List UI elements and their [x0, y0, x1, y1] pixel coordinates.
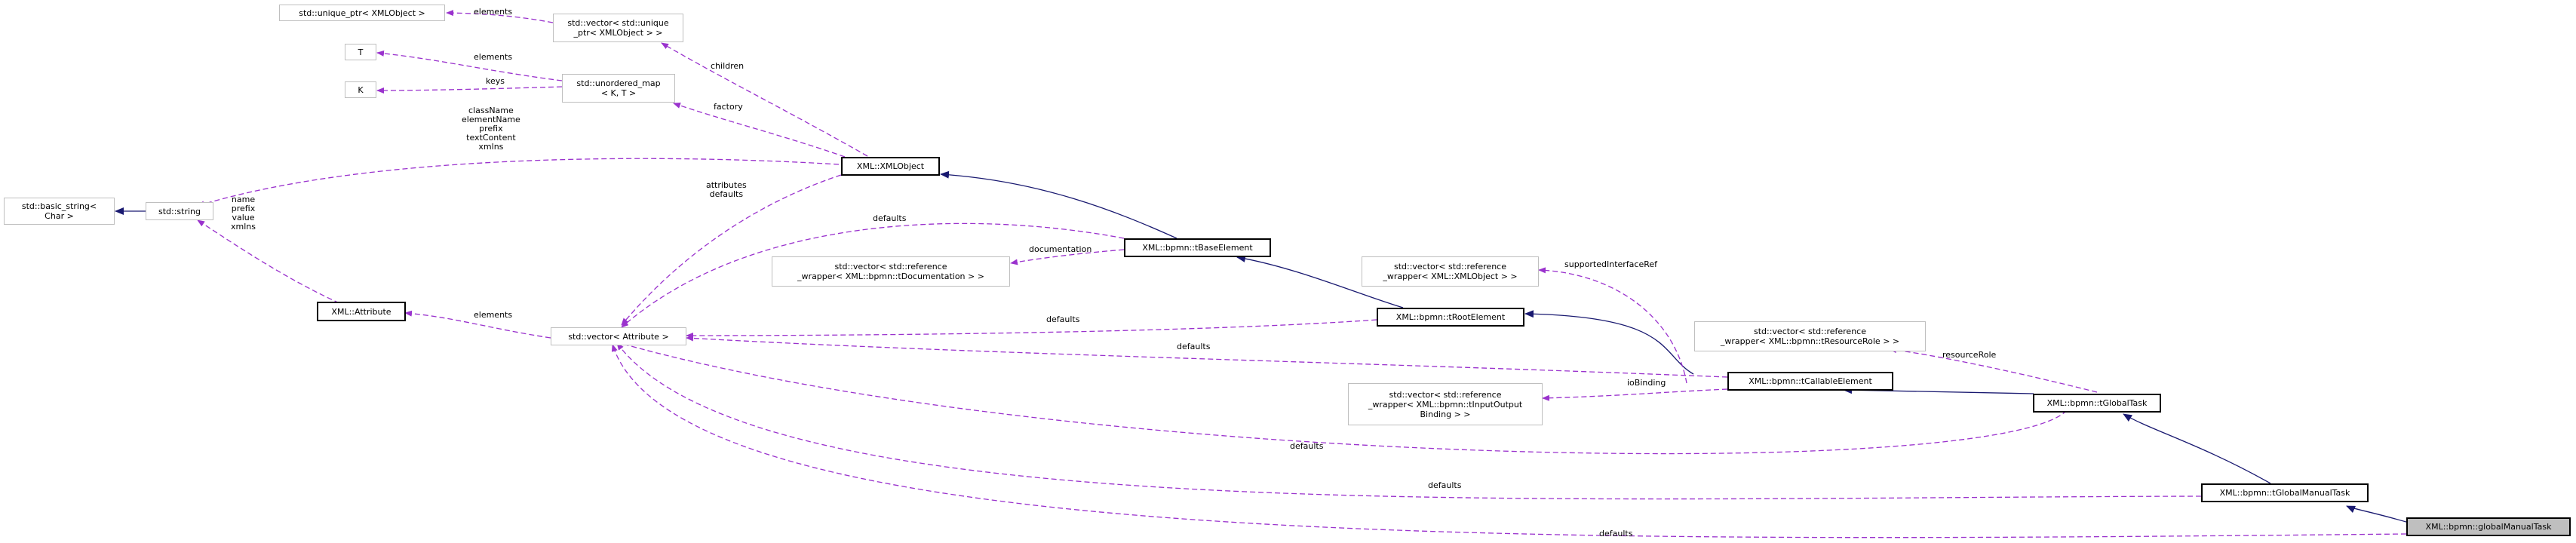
- node-t: T: [345, 44, 376, 60]
- node-t-global-task: XML::bpmn::tGlobalTask: [2033, 394, 2161, 413]
- label-defaults: defaults: [1046, 314, 1080, 324]
- edge-children: [661, 42, 868, 157]
- node-xml-attribute: XML::Attribute: [317, 302, 406, 321]
- node-t-root-element: XML::bpmn::tRootElement: [1377, 308, 1524, 327]
- label-elements: elements: [474, 52, 513, 62]
- edge-keys: [376, 86, 563, 94]
- node-vector-io-binding: std::vector< std::reference _wrapper< XM…: [1348, 383, 1543, 425]
- inherit-t-global-task: [2123, 413, 2271, 484]
- label-supported-interface-ref: supportedInterfaceRef: [1564, 259, 1658, 269]
- edge-defaults-global-manual-task: [616, 342, 2202, 500]
- label-resource-role: resourceRole: [1942, 350, 1997, 360]
- node-string: std::string: [146, 202, 213, 220]
- label-defaults: defaults: [873, 213, 907, 223]
- label-elements: elements: [474, 310, 513, 320]
- edge-elements-t: [376, 50, 563, 81]
- node-vector-xmlobject-ref: std::vector< std::reference _wrapper< XM…: [1362, 256, 1539, 287]
- edge-io-binding: [1542, 388, 1728, 401]
- label-defaults: defaults: [1599, 529, 1633, 538]
- node-basic-string: std::basic_string< Char >: [4, 198, 115, 225]
- edge-string-members-xmlobject: [197, 158, 840, 207]
- label-defaults: defaults: [1428, 480, 1462, 490]
- edge-defaults-global-task: [614, 340, 2068, 455]
- edge-attributes-defaults: [621, 174, 842, 326]
- node-t-callable-element: XML::bpmn::tCallableElement: [1727, 372, 1893, 391]
- label-documentation: documentation: [1029, 244, 1092, 254]
- edge-elements-attribute: [404, 310, 551, 339]
- edge-factory: [673, 103, 846, 158]
- node-unique-ptr: std::unique_ptr< XMLObject >: [279, 5, 445, 21]
- node-vector-unique-ptr: std::vector< std::unique _ptr< XMLObject…: [553, 14, 683, 42]
- edge-documentation: [1010, 249, 1125, 265]
- node-vector-resource-role: std::vector< std::reference _wrapper< XM…: [1694, 321, 1926, 351]
- node-vector-attribute: std::vector< Attribute >: [551, 327, 686, 345]
- label-elements: elements: [474, 7, 513, 17]
- edge-string-members-attribute: [197, 219, 340, 304]
- inherit-t-root-element: [1524, 310, 1694, 375]
- edge-resource-role: [1889, 347, 2098, 393]
- edge-defaults-callable: [686, 335, 1728, 378]
- node-t-global-manual-task: XML::bpmn::tGlobalManualTask: [2201, 483, 2369, 502]
- label-string-members: name prefix value xmlns: [231, 195, 256, 232]
- label-string-members: className elementName prefix textContent…: [462, 106, 520, 152]
- edge-defaults-manual: [611, 344, 2407, 538]
- node-vector-documentation: std::vector< std::reference _wrapper< XM…: [772, 256, 1010, 287]
- inherit-t-base-element: [1236, 254, 1404, 308]
- node-t-base-element: XML::bpmn::tBaseElement: [1124, 238, 1271, 257]
- label-defaults: defaults: [1290, 441, 1324, 451]
- edge-supported-interface-ref: [1538, 267, 1687, 384]
- label-io-binding: ioBinding: [1627, 378, 1666, 388]
- node-xml-object: XML::XMLObject: [841, 157, 940, 176]
- node-k: K: [345, 81, 376, 98]
- label-defaults: defaults: [1177, 342, 1211, 351]
- inherit-t-global-manual-task: [2346, 505, 2415, 525]
- label-factory: factory: [714, 102, 743, 112]
- edge-defaults-root: [686, 319, 1377, 339]
- label-attributes-defaults: attributes defaults: [706, 180, 747, 199]
- edge-elements-unique-ptr: [446, 10, 554, 23]
- inherit-xml-object: [940, 170, 1177, 239]
- node-unordered-map: std::unordered_map < K, T >: [562, 74, 675, 103]
- edge-defaults-base: [621, 222, 1125, 328]
- label-keys: keys: [486, 76, 505, 86]
- node-global-manual-task: XML::bpmn::globalManualTask: [2406, 517, 2571, 536]
- label-children: children: [711, 61, 745, 71]
